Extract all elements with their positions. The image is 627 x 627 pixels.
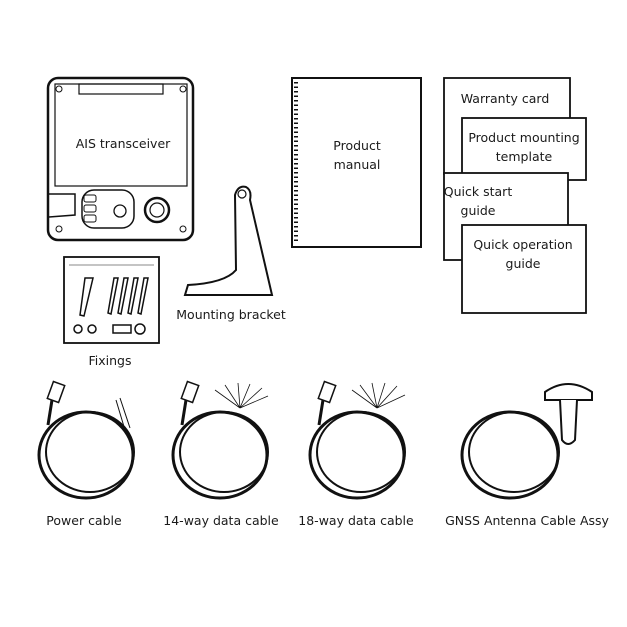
gnss-antenna-label: GNSS Antenna Cable Assy xyxy=(445,513,609,528)
data-cable-18-drawing xyxy=(308,380,406,500)
data-cable-18-label: 18-way data cable xyxy=(298,513,414,528)
power-cable-label: Power cable xyxy=(46,513,122,528)
warranty-card-label: Warranty card xyxy=(460,91,550,106)
quick-start-label-line1: Quick start xyxy=(443,184,513,199)
mounting-bracket-label: Mounting bracket xyxy=(176,307,286,322)
product-manual-drawing xyxy=(291,77,422,248)
product-manual-label-line2: manual xyxy=(333,157,381,172)
gnss-antenna-drawing xyxy=(460,383,593,500)
mounting-template-label-line2: template xyxy=(495,149,553,164)
fixings-drawing xyxy=(63,256,160,344)
mounting-template-label-line1: Product mounting xyxy=(468,130,580,145)
fixings-label: Fixings xyxy=(88,353,132,368)
ais-transceiver-label: AIS transceiver xyxy=(75,136,171,151)
data-cable-14-label: 14-way data cable xyxy=(163,513,279,528)
data-cable-14-drawing xyxy=(171,380,269,500)
product-manual-label-line1: Product xyxy=(333,138,381,153)
power-cable-drawing xyxy=(37,380,135,500)
quick-start-label-line2: guide xyxy=(460,203,496,218)
quick-operation-label-line1: Quick operation xyxy=(473,237,573,252)
quick-operation-label-line2: guide xyxy=(505,256,541,271)
mounting-bracket-drawing xyxy=(183,185,274,296)
ais-transceiver-drawing xyxy=(46,76,195,242)
documents-drawing xyxy=(443,77,587,314)
